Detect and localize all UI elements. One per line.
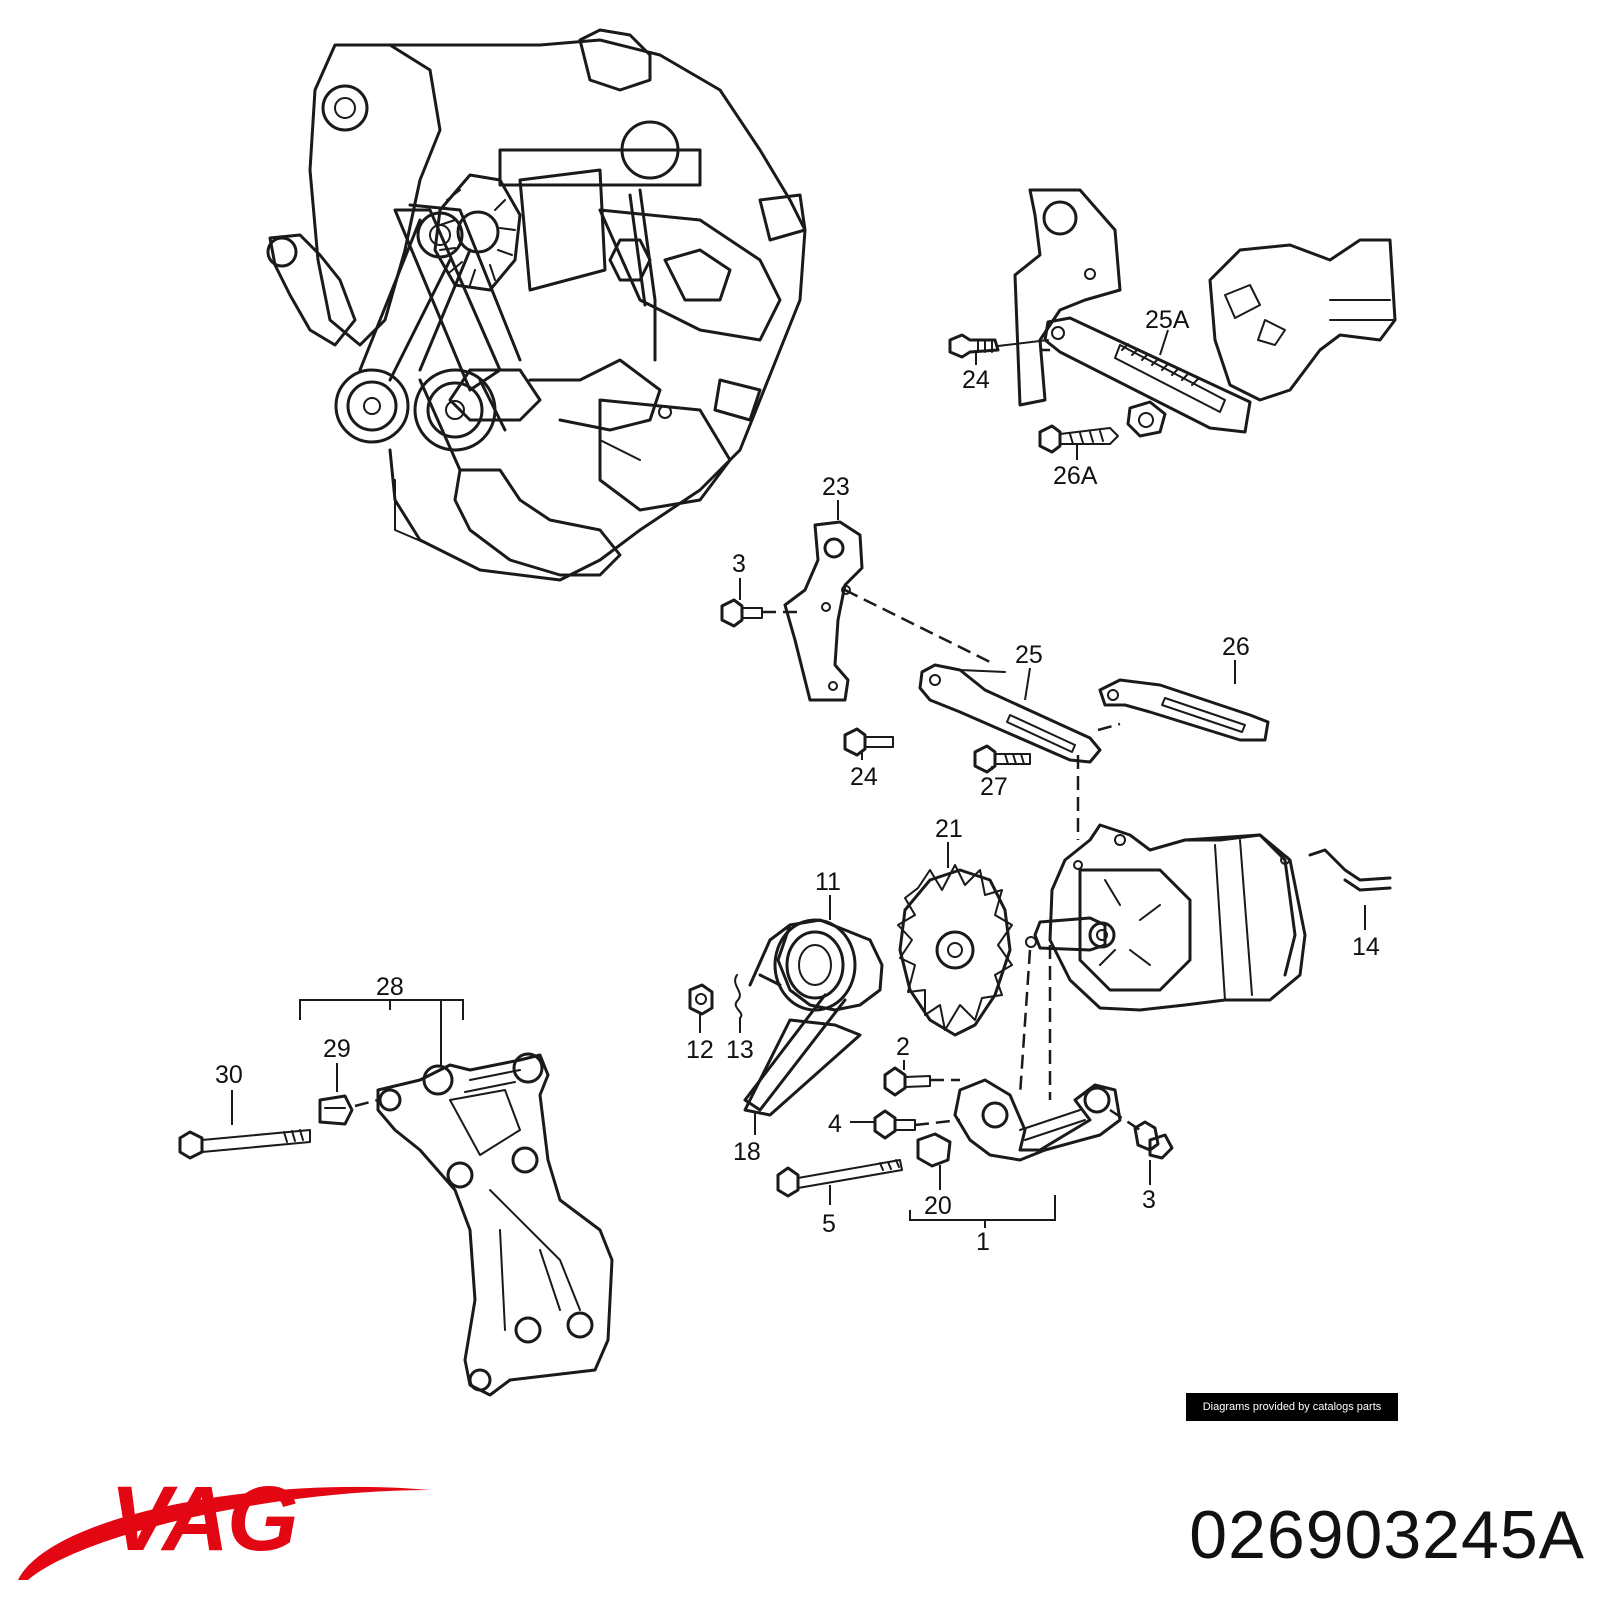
label-3-top: 3: [732, 550, 746, 578]
alternator-assembly-drawing: [688, 823, 1392, 1117]
label-24-top: 24: [962, 366, 990, 394]
bracket-25a-assembly-drawing: [948, 188, 1397, 454]
diagram-credit-badge: Diagrams provided by catalogs parts: [1186, 1393, 1398, 1421]
logo-swoosh: [18, 1486, 430, 1580]
label-26: 26: [1222, 633, 1250, 661]
mounting-bracket-28-drawing: [178, 1052, 614, 1397]
label-20: 20: [924, 1192, 952, 1220]
leader-lines: [231, 329, 1366, 1228]
label-29: 29: [323, 1035, 351, 1063]
label-14: 14: [1352, 933, 1380, 961]
logo-text: VAG: [110, 1468, 297, 1570]
adjusting-brackets-drawing: [720, 520, 1270, 774]
callout-labels: 25A 24 26A 23 3 25 26 24 27 21 11 14 28 …: [215, 306, 1380, 1256]
label-13: 13: [726, 1036, 754, 1064]
label-1: 1: [976, 1228, 990, 1256]
label-28: 28: [376, 973, 404, 1001]
vag-logo: VAG: [18, 1468, 430, 1580]
label-30: 30: [215, 1061, 243, 1089]
label-3-bottom: 3: [1142, 1186, 1156, 1214]
label-12: 12: [686, 1036, 714, 1064]
label-18: 18: [733, 1138, 761, 1166]
engine-assembly-drawing: [266, 28, 807, 582]
label-24-mid: 24: [850, 763, 878, 791]
label-21: 21: [935, 815, 963, 843]
label-11: 11: [815, 868, 841, 896]
part-number: 026903245A: [1189, 1497, 1585, 1573]
alternator-mount-bracket-drawing: [776, 1066, 1174, 1198]
label-25: 25: [1015, 641, 1043, 669]
label-26a: 26A: [1053, 462, 1098, 490]
label-2: 2: [896, 1033, 910, 1061]
label-27: 27: [980, 773, 1008, 801]
assembly-dash-lines: [354, 348, 1141, 1132]
label-5: 5: [822, 1210, 836, 1238]
label-4: 4: [828, 1110, 842, 1138]
label-23: 23: [822, 473, 850, 501]
label-25a: 25A: [1145, 306, 1190, 334]
